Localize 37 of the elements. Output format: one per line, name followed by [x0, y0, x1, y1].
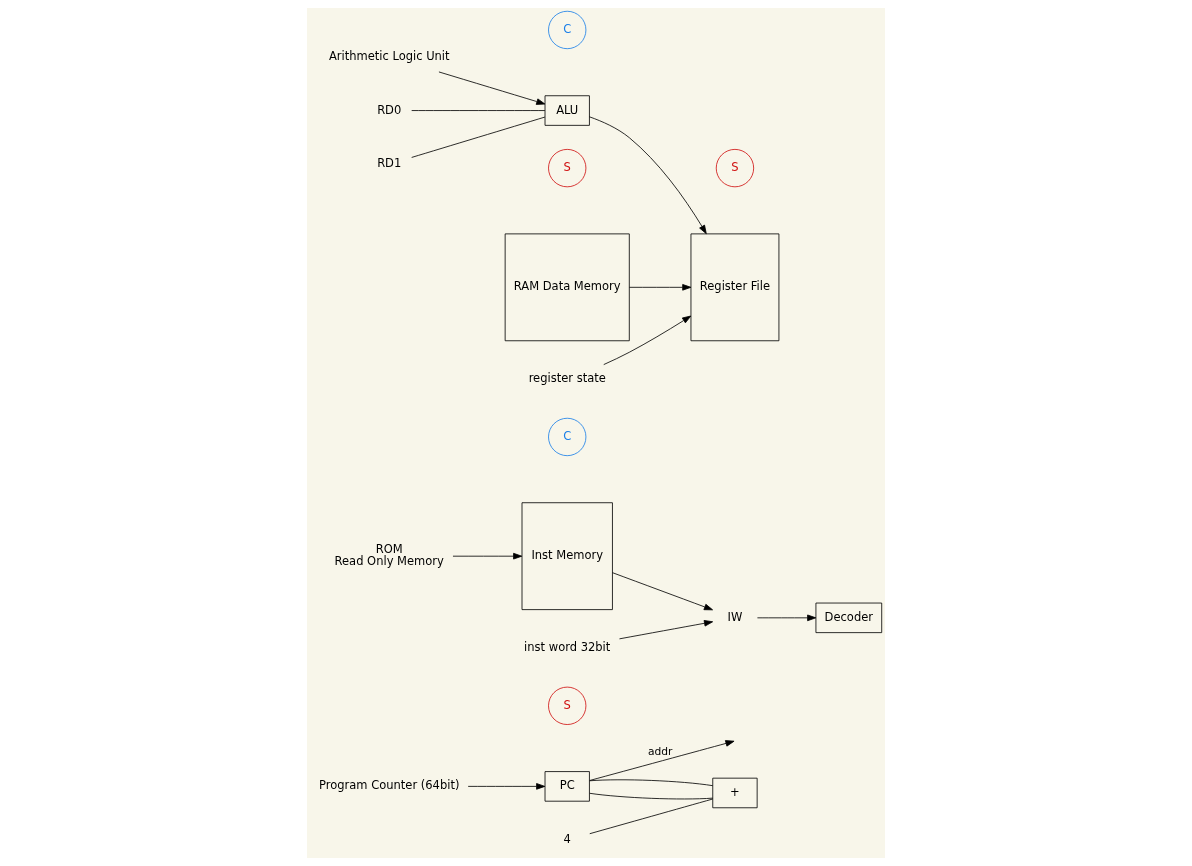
node-text: ROM Read Only Memory: [334, 542, 444, 569]
edge-label: addr: [647, 744, 673, 758]
node-circle: S: [548, 149, 587, 188]
node-box: Decoder: [815, 602, 883, 634]
node-text: 4: [563, 831, 571, 846]
node-box: Inst Memory: [521, 502, 613, 611]
node-text: RD1: [377, 156, 402, 171]
connector: [589, 792, 714, 800]
arrow: [612, 572, 713, 611]
connector: [589, 779, 714, 787]
connector: [589, 798, 714, 835]
connector: [411, 116, 546, 158]
arrow: [757, 614, 817, 622]
node-box: +: [712, 777, 758, 809]
node-text: Arithmetic Logic Unit: [328, 49, 450, 64]
node-box: Register File: [690, 233, 780, 342]
arrow: [467, 783, 546, 790]
node-box: RAM Data Memory: [504, 233, 630, 342]
node-text: Program Counter (64bit): [319, 778, 460, 793]
arrow: [589, 116, 707, 235]
node-text: inst word 32bit: [524, 640, 611, 655]
node-box: PC: [544, 771, 590, 802]
node-circle: S: [548, 686, 587, 725]
arrow: [589, 740, 735, 781]
node-circle: C: [548, 10, 587, 50]
connector: [411, 110, 546, 111]
node-circle: C: [548, 417, 587, 457]
node-box: ALU: [544, 95, 590, 126]
node-text: register state: [528, 371, 606, 386]
node-text: RD0: [377, 102, 402, 117]
arrow: [452, 552, 523, 560]
arrow: [603, 315, 692, 365]
arrow: [438, 71, 546, 105]
node-circle: S: [715, 149, 755, 188]
node-text: IW: [727, 609, 743, 624]
arrow: [619, 620, 714, 640]
arrow: [629, 284, 692, 291]
